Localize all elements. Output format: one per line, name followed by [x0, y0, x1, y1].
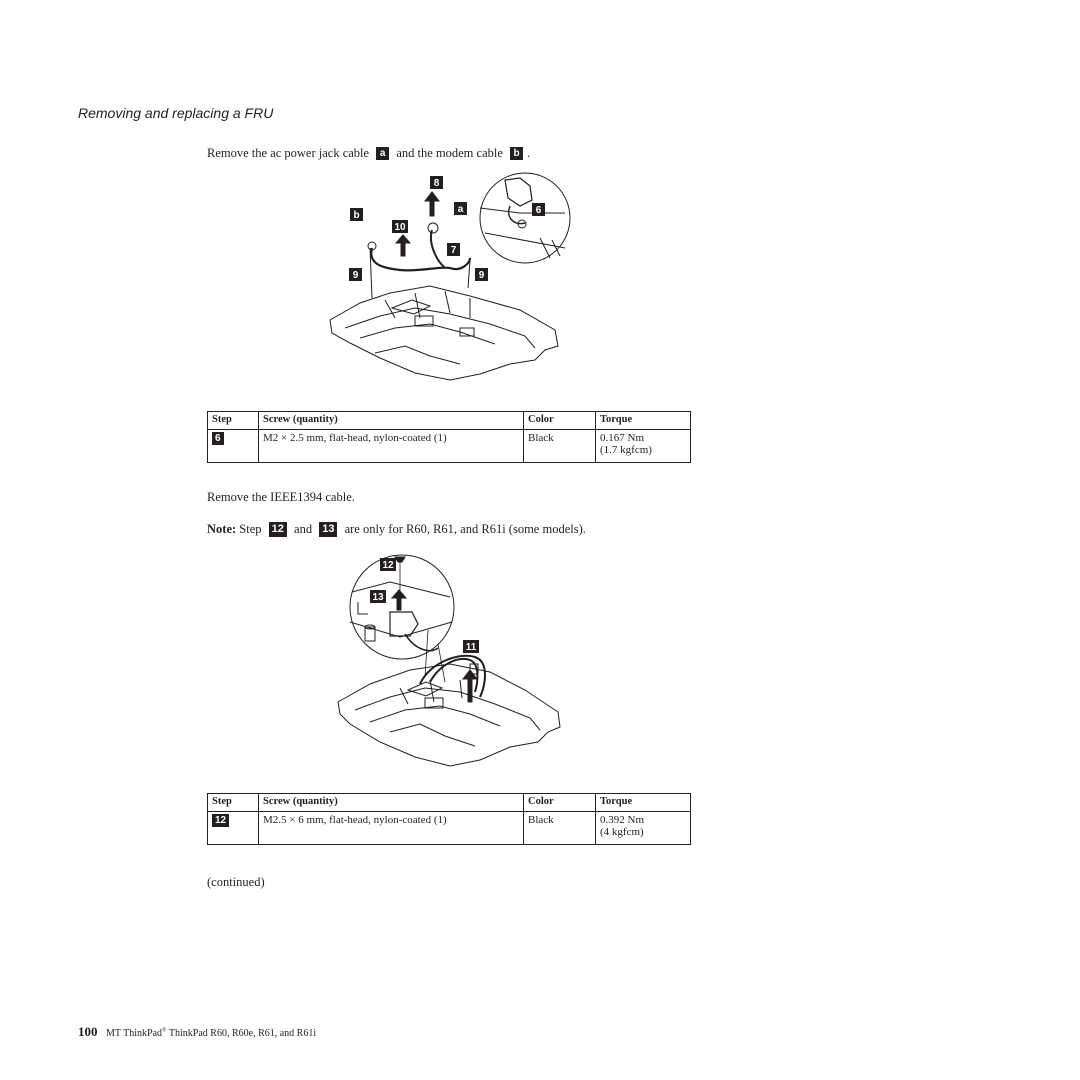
cell-step: 6 — [207, 429, 259, 463]
note-label: Note: — [207, 522, 237, 536]
table-header-row: Step Screw (quantity) Color Torque — [207, 411, 691, 430]
table-row: 12 M2.5 × 6 mm, flat-head, nylon-coated … — [207, 811, 691, 845]
header-color: Color — [523, 793, 596, 812]
callout-6: 6 — [536, 205, 542, 216]
header-screw: Screw (quantity) — [258, 793, 524, 812]
screw-table-1: Step Screw (quantity) Color Torque 6 M2 … — [207, 411, 691, 463]
registered-mark: ® — [162, 1027, 167, 1034]
instruction-ieee1394: Remove the IEEE1394 cable. — [207, 490, 355, 504]
header-step: Step — [207, 793, 259, 812]
torque-kgfcm: (4 kgfcm) — [600, 826, 644, 838]
page-number: 100 — [78, 1024, 98, 1039]
callout-7: 7 — [451, 245, 457, 256]
torque-nm: 0.392 Nm — [600, 814, 644, 826]
header-torque: Torque — [595, 411, 691, 430]
callout-10: 10 — [394, 222, 406, 233]
note-post: are only for R60, R61, and R61i (some mo… — [344, 522, 586, 536]
figure-ac-modem-cable: 8 a b 10 7 6 9 9 — [320, 168, 580, 388]
note-badge-13: 13 — [319, 522, 338, 537]
callout-11: 11 — [466, 642, 477, 653]
footer-text-pre: MT ThinkPad — [106, 1028, 163, 1039]
cell-torque: 0.392 Nm (4 kgfcm) — [595, 811, 691, 845]
header-step: Step — [207, 411, 259, 430]
torque-kgfcm: (1.7 kgfcm) — [600, 444, 652, 456]
page-footer: 100 MT ThinkPad® ThinkPad R60, R60e, R61… — [78, 1024, 316, 1040]
cell-color: Black — [523, 811, 596, 845]
section-heading: Removing and replacing a FRU — [78, 105, 274, 121]
header-color: Color — [523, 411, 596, 430]
callout-8: 8 — [434, 178, 440, 189]
callout-a: a — [458, 204, 464, 215]
cell-step: 12 — [207, 811, 259, 845]
note-line: Note: Step 12 and 13 are only for R60, R… — [207, 522, 586, 537]
system-board-illustration-1: 8 a b 10 7 6 9 9 — [329, 172, 571, 381]
callout-b: b — [353, 210, 359, 221]
cell-screw: M2.5 × 6 mm, flat-head, nylon-coated (1) — [258, 811, 524, 845]
note-mid: and — [294, 522, 313, 536]
cell-torque: 0.167 Nm (1.7 kgfcm) — [595, 429, 691, 463]
callout-9-left: 9 — [353, 270, 359, 281]
callout-9-right: 9 — [479, 270, 485, 281]
instruction-period: . — [527, 146, 531, 160]
step-badge: 12 — [212, 814, 230, 827]
cell-screw: M2 × 2.5 mm, flat-head, nylon-coated (1) — [258, 429, 524, 463]
step-badge: 6 — [212, 432, 224, 445]
callout-a-badge: a — [376, 147, 390, 160]
table-row: 6 M2 × 2.5 mm, flat-head, nylon-coated (… — [207, 429, 691, 463]
callout-13: 13 — [372, 592, 384, 603]
header-torque: Torque — [595, 793, 691, 812]
system-board-illustration-2: 12 13 11 — [337, 554, 561, 767]
instruction-ac-modem: Remove the ac power jack cable a and the… — [207, 146, 530, 161]
continued-label: (continued) — [207, 875, 265, 889]
torque-nm: 0.167 Nm — [600, 432, 644, 444]
footer-text-post: ThinkPad R60, R60e, R61, and R61i — [166, 1028, 317, 1039]
callout-12: 12 — [382, 560, 394, 571]
cell-color: Black — [523, 429, 596, 463]
note-badge-12: 12 — [268, 522, 287, 537]
table-header-row: Step Screw (quantity) Color Torque — [207, 793, 691, 812]
instruction-text-a: Remove the ac power jack cable — [207, 146, 370, 160]
header-screw: Screw (quantity) — [258, 411, 524, 430]
callout-b-badge: b — [510, 147, 524, 160]
instruction-text-b: and the modem cable — [396, 146, 503, 160]
figure-ieee1394-cable: 12 13 11 — [330, 552, 570, 774]
note-pre: Step — [239, 522, 262, 536]
screw-table-2: Step Screw (quantity) Color Torque 12 M2… — [207, 793, 691, 845]
